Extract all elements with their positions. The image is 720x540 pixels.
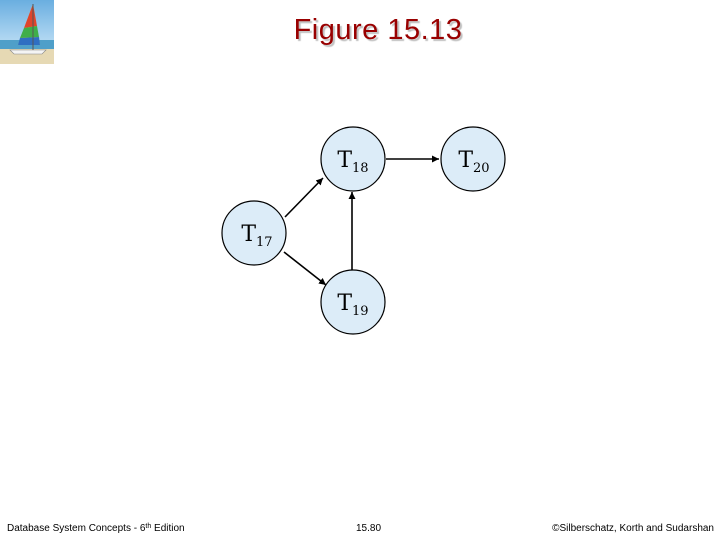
node-t19: T 19	[321, 270, 385, 334]
edge-t17-t19	[284, 252, 326, 285]
node-t17: T 17	[222, 201, 286, 265]
node-t17-subscript: 17	[256, 235, 273, 250]
footer-book-title: Database System Concepts - 6th Edition	[7, 523, 185, 534]
footer-left-prefix: Database System Concepts - 6	[7, 523, 145, 534]
svg-text:18: 18	[352, 161, 369, 176]
footer-left-suffix: Edition	[151, 523, 184, 534]
edge-t17-t18	[285, 178, 323, 217]
svg-text:T: T	[337, 148, 352, 173]
svg-text:19: 19	[352, 304, 369, 319]
node-t19-letter: T	[337, 291, 352, 316]
svg-text:T: T	[458, 148, 473, 173]
node-t20: T 20	[441, 127, 505, 191]
node-t18-letter: T	[337, 148, 352, 173]
node-t18: T 18	[321, 127, 385, 191]
svg-text:17: 17	[256, 235, 273, 250]
svg-text:T: T	[241, 222, 256, 247]
footer-copyright: ©Silberschatz, Korth and Sudarshan	[552, 523, 714, 534]
node-t18-subscript: 18	[352, 161, 369, 176]
node-t20-letter: T	[458, 148, 473, 173]
svg-text:T: T	[337, 291, 352, 316]
svg-text:20: 20	[473, 161, 490, 176]
footer-page-number: 15.80	[356, 523, 381, 534]
node-t17-letter: T	[241, 222, 256, 247]
node-t19-subscript: 19	[352, 304, 369, 319]
node-t20-subscript: 20	[473, 161, 490, 176]
